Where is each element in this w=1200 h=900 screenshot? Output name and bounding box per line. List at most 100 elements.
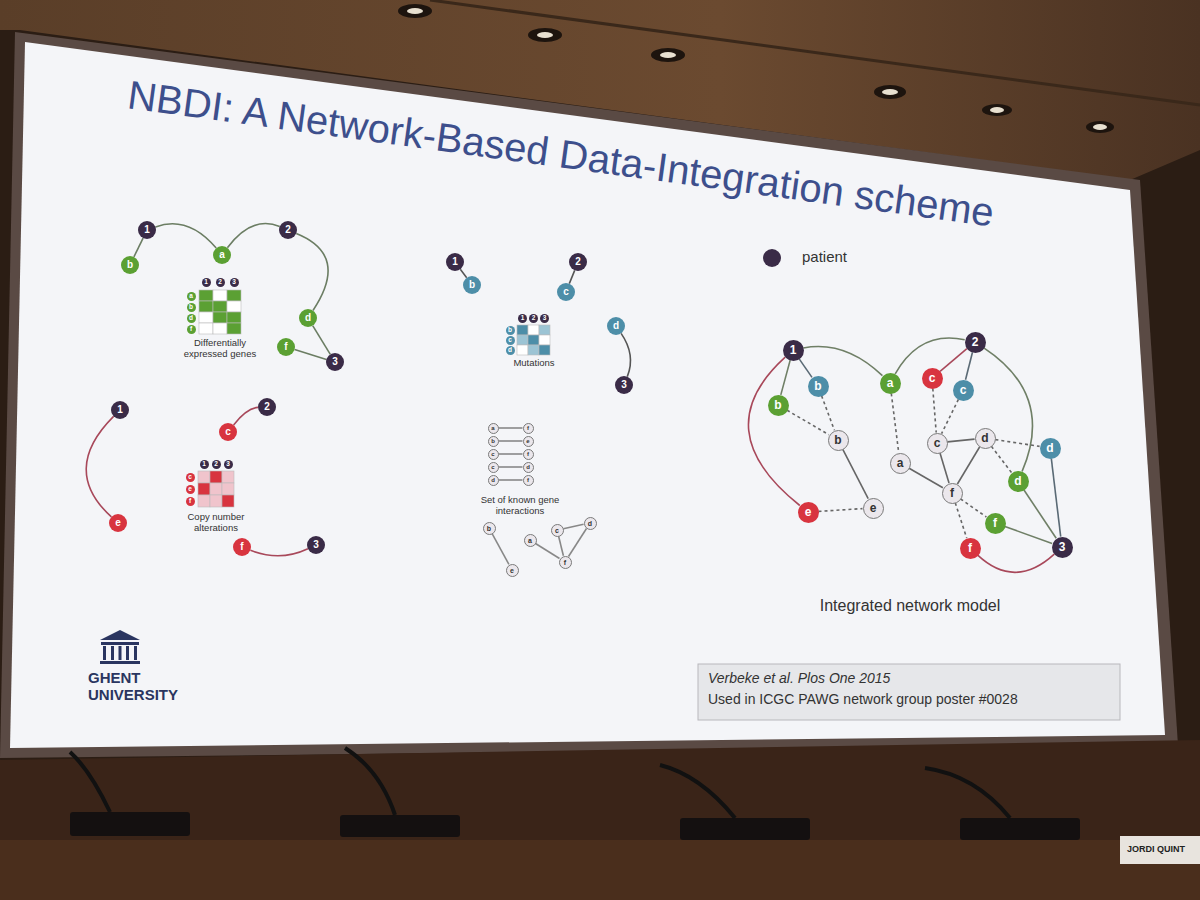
expression-matrix xyxy=(199,290,241,334)
network-link xyxy=(1005,527,1052,544)
node-label: a xyxy=(189,293,193,300)
gene-node: b xyxy=(506,326,515,335)
gene-node: c xyxy=(488,462,499,473)
node-label: f xyxy=(284,342,287,352)
mutation-matrix xyxy=(517,325,550,355)
node-label: 3 xyxy=(543,315,547,322)
gene-node: a xyxy=(488,423,499,434)
gene-node: c xyxy=(506,336,515,345)
caption: Mutations xyxy=(494,358,574,369)
node-label: c xyxy=(929,372,936,384)
gene-node: b xyxy=(483,522,496,535)
network-link xyxy=(492,534,509,565)
node-label: d xyxy=(1046,442,1053,454)
node-label: 2 xyxy=(285,225,291,235)
dashed-link xyxy=(822,396,835,430)
node-label: b xyxy=(487,525,491,532)
gene-node: f xyxy=(187,325,196,334)
ceiling-light xyxy=(528,28,562,42)
patient-node: 1 xyxy=(518,314,527,323)
node-label: a xyxy=(897,457,904,469)
ceiling-light xyxy=(882,89,898,95)
patient-node: 1 xyxy=(138,221,156,239)
node-label: a xyxy=(528,537,532,544)
microphone xyxy=(660,765,735,818)
node-label: f xyxy=(189,498,191,505)
network-link xyxy=(250,549,308,556)
node-label: 3 xyxy=(313,540,319,550)
gene-node: d xyxy=(523,462,534,473)
network-link xyxy=(947,439,974,442)
network-link xyxy=(781,360,790,395)
patient-node: 3 xyxy=(540,314,549,323)
network-link xyxy=(234,407,258,425)
node-label: a xyxy=(219,250,225,260)
name-plate xyxy=(1120,836,1200,864)
gene-node: c xyxy=(219,423,237,441)
node-label: c xyxy=(934,437,941,449)
node-label: c xyxy=(563,287,569,297)
network-link xyxy=(499,466,523,468)
dashed-link xyxy=(942,399,959,433)
caption: Integrated network model xyxy=(790,597,1030,615)
patient-node: 1 xyxy=(202,278,211,287)
gene-node: c xyxy=(557,283,575,301)
gene-node: e xyxy=(109,514,127,532)
node-label: 2 xyxy=(972,336,979,348)
node-label: 2 xyxy=(264,402,270,412)
node-label: b xyxy=(189,304,193,311)
node-label: 3 xyxy=(232,279,236,286)
node-label: e xyxy=(870,502,877,514)
slide xyxy=(10,42,1165,748)
network-link xyxy=(499,440,523,442)
network-link xyxy=(499,427,523,429)
gene-node: f xyxy=(985,513,1006,534)
node-label: 2 xyxy=(218,279,222,286)
microphone-base xyxy=(340,815,460,837)
patient-node: 2 xyxy=(258,398,276,416)
node-label: e xyxy=(510,567,514,574)
legend-text: patient xyxy=(802,248,847,265)
dashed-link xyxy=(995,440,1039,447)
dashed-link xyxy=(819,509,863,512)
dashed-link xyxy=(933,389,936,433)
gene-node: d xyxy=(1008,471,1029,492)
network-link xyxy=(957,447,979,484)
microphone xyxy=(70,752,110,812)
microphone-base xyxy=(960,818,1080,840)
gene-node: c xyxy=(551,524,564,537)
patient-node: 2 xyxy=(216,278,225,287)
gene-node: b xyxy=(463,276,481,294)
ceiling-light xyxy=(990,107,1004,113)
gene-node: f xyxy=(523,423,534,434)
gene-node: d xyxy=(488,475,499,486)
gene-node: e xyxy=(523,436,534,447)
microphone xyxy=(925,768,1010,818)
gene-node: b xyxy=(828,430,849,451)
gene-node: d xyxy=(1040,438,1061,459)
patient-node: 1 xyxy=(446,253,464,271)
node-label: c xyxy=(225,427,231,437)
node-label: f xyxy=(527,451,529,457)
node-label: d xyxy=(189,315,193,322)
node-label: c xyxy=(188,474,192,481)
ceiling-light xyxy=(874,85,906,99)
network-link xyxy=(940,453,949,483)
gene-node: c xyxy=(488,449,499,460)
university-name: GHENT UNIVERSITY xyxy=(88,669,198,704)
ceiling-light xyxy=(407,8,423,14)
network-link xyxy=(313,326,331,355)
gene-node: a xyxy=(880,373,901,394)
node-label: f xyxy=(564,559,566,566)
citation-text: Used in ICGC PAWG network group poster #… xyxy=(708,691,1113,707)
gene-node: b xyxy=(488,436,499,447)
patient-node: 3 xyxy=(615,376,633,394)
node-label: f xyxy=(527,425,529,431)
network-link xyxy=(569,270,574,283)
gene-node: a xyxy=(187,292,196,301)
node-label: 2 xyxy=(532,315,536,322)
network-link xyxy=(227,224,279,248)
